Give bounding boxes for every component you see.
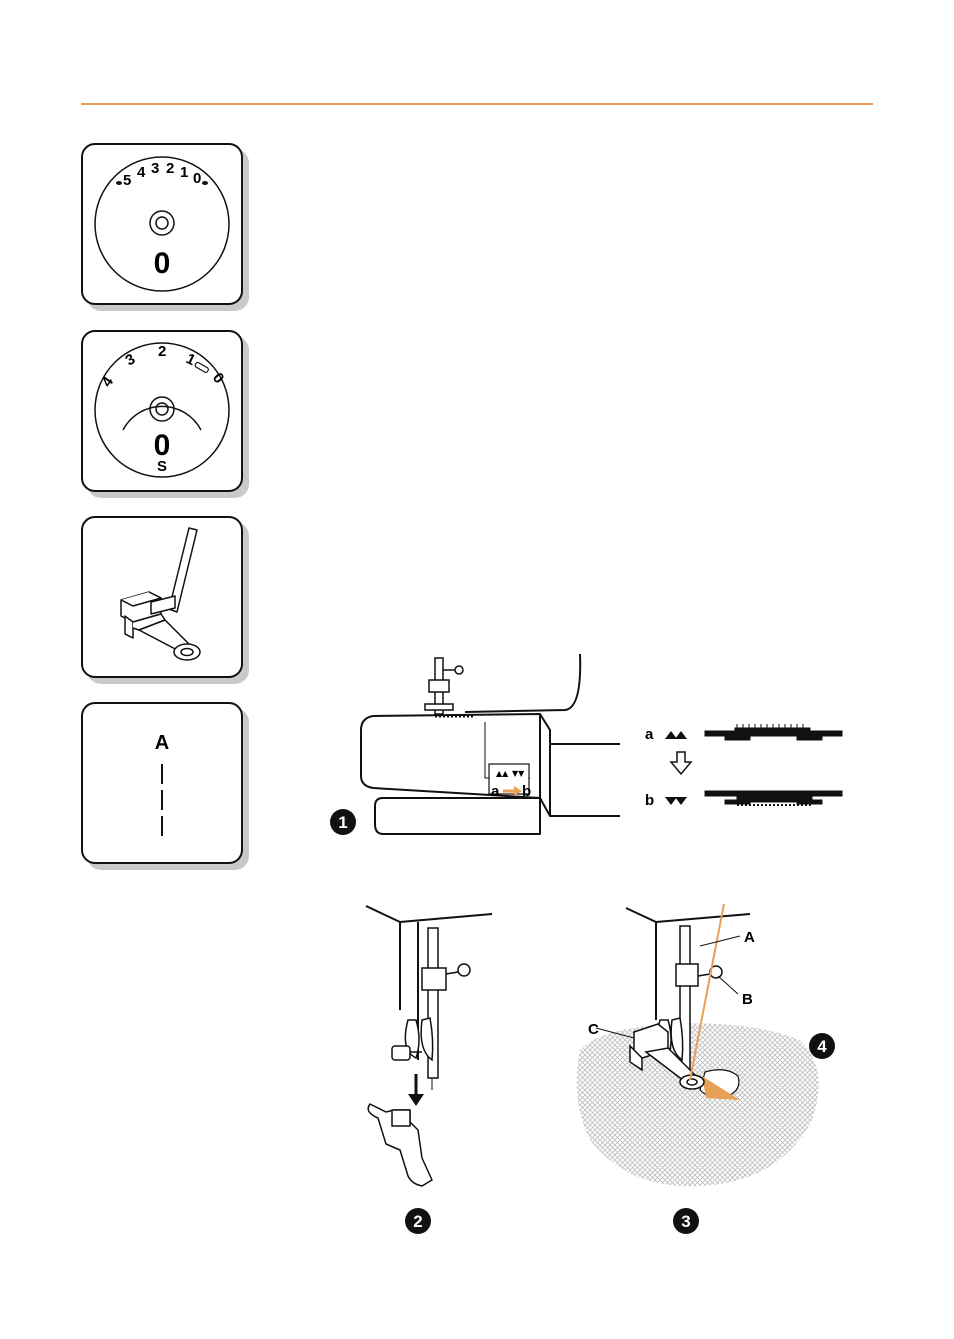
svg-text:▼▼: ▼▼ [512,769,525,778]
length-setting: 0 [154,429,171,462]
stitch-length-dial-panel: 4 3 2 1 0 0 S [81,330,249,498]
straight-stitch-icon: A [155,732,169,836]
header-rule [81,103,873,105]
stitch-width-dial-panel: 5 4 3 2 1 0 0 [81,143,249,311]
fig1-label-a: a [645,726,654,743]
length-scale-3: 3 [123,351,139,370]
fig3-label-C: C [588,1021,599,1038]
svg-text:4: 4 [817,1037,827,1056]
fig1-switch-a: a [491,783,500,800]
width-setting: 0 [154,247,171,280]
length-scale-4: 4 [98,373,117,390]
fig4-step-number-badge: 4 [809,1033,835,1059]
width-scale-0: 0 [193,170,201,187]
darning-foot-icon [120,527,201,661]
width-scale-3: 3 [151,160,159,177]
length-sub-label: S [157,458,167,475]
length-scale-2: 2 [158,343,166,360]
svg-text:3: 3 [681,1212,690,1231]
fig3-step-number-badge: 3 [673,1208,699,1234]
fig2-step-number-badge: 2 [405,1208,431,1234]
width-scale-5: 5 [123,172,131,189]
feed-dog-switch-figure: ▲▲ ▼▼ a b 1 ❶ a b [330,653,843,835]
svg-text:1: 1 [338,813,347,832]
svg-text:▲▲: ▲▲ [496,769,509,778]
svg-text:2: 2 [413,1212,422,1231]
stitch-width-dial-icon: 5 4 3 2 1 0 0 [94,156,230,292]
fig3-label-B: B [742,991,753,1008]
attach-foot-figure [365,905,493,1187]
darning-foot-installed-figure: A B C [576,903,819,1187]
fig3-label-A: A [744,929,755,946]
width-scale-4: 4 [137,164,146,181]
pattern-letter: A [155,732,169,754]
width-scale-2: 2 [166,160,174,177]
fig1-switch-b: b [522,783,531,800]
width-scale-1: 1 [180,164,188,181]
stitch-pattern-panel: A [81,702,249,870]
stitch-length-dial-icon: 4 3 2 1 0 0 S [94,342,230,478]
fig1-label-b: b [645,792,654,809]
presser-foot-panel [81,516,249,684]
